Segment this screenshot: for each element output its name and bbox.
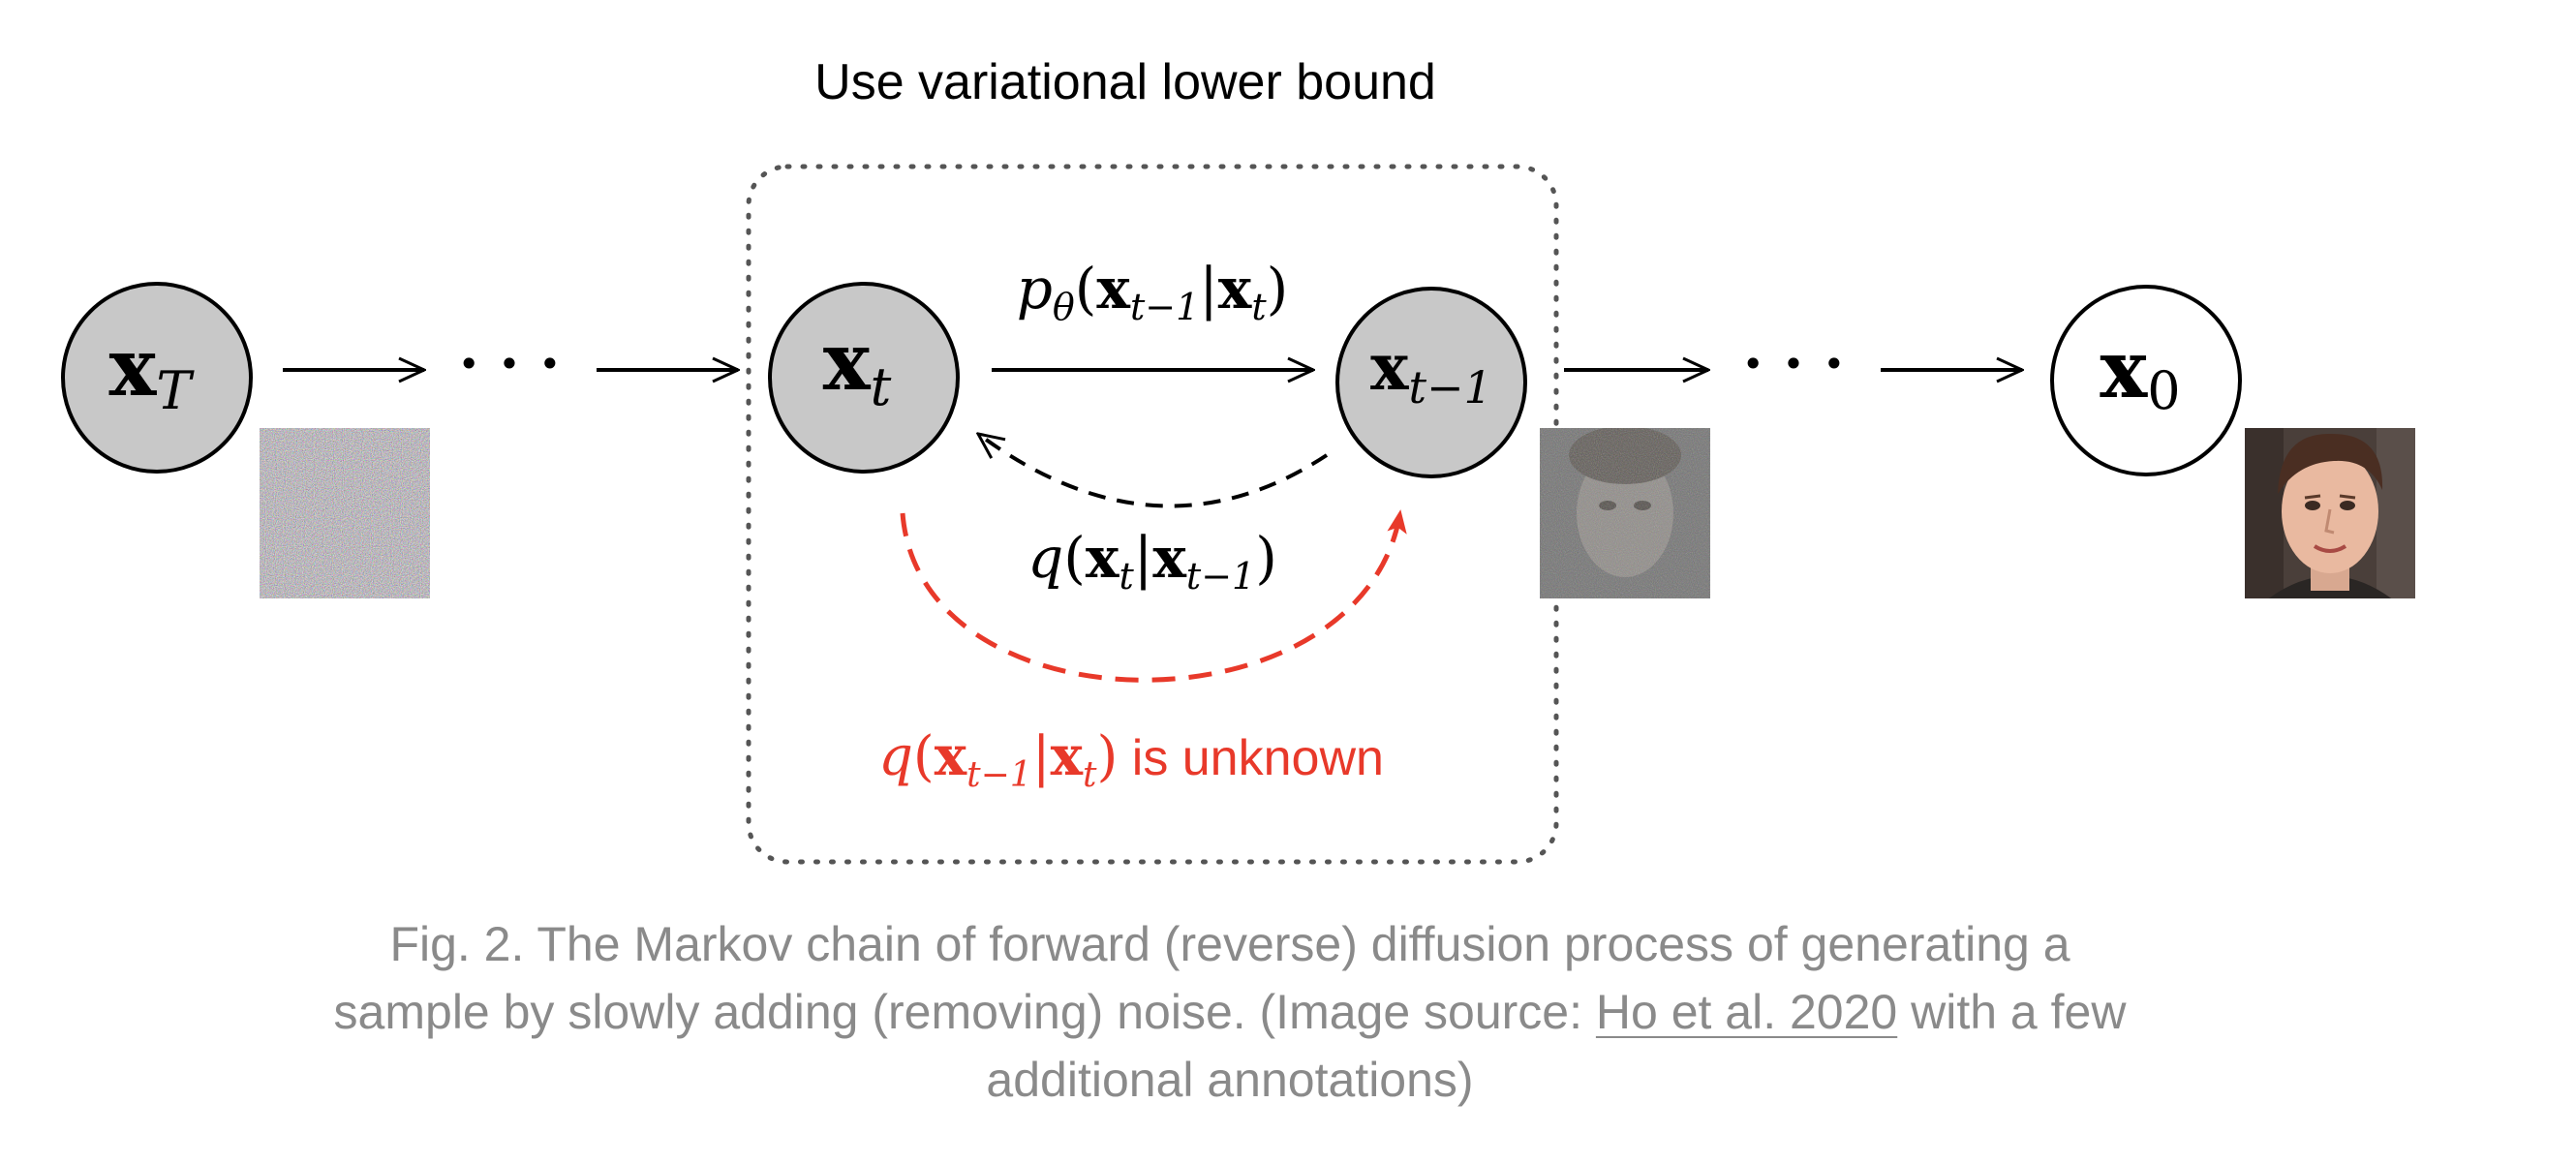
svg-text:xt−1: xt−1 [1370,329,1492,414]
noisy-face-image [1540,428,1710,598]
caption-text-after: with a few additional annotations) [986,985,2127,1107]
node-xt-sub: t [871,356,892,417]
ellipsis-right: · · · [1743,330,1844,398]
forward-process-arrow [978,434,1329,508]
unknown-posterior-label: q(xt−1|xt) is unknown [878,724,1384,795]
clean-face-image [2245,428,2415,598]
node-xT-base: x [109,322,158,414]
node-xt-minus-1-sub: t−1 [1409,361,1492,414]
pure-noise-image [260,428,430,598]
reverse-process-label: pθ(xt−1|xt) [1017,256,1289,328]
svg-text:x0: x0 [2100,323,2180,421]
ellipsis-left: · · · [459,330,560,398]
node-xt: xt [768,282,960,474]
node-xt-minus-1: xt−1 [1335,287,1527,478]
caption-source-link[interactable]: Ho et al. 2020 [1595,985,1898,1039]
forward-process-label: q(xt|xt−1) [1027,525,1277,597]
node-x0: x0 [2050,285,2242,476]
caption-text-before: Fig. 2. The Markov chain of forward (rev… [333,917,2070,1039]
variational-bound-label: Use variational lower bound [814,54,1436,110]
svg-text:xt: xt [823,316,892,417]
node-x0-base: x [2100,323,2148,416]
node-xt-base: x [823,316,872,409]
node-xT-sub: T [156,360,195,421]
svg-text:xT: xT [109,322,196,421]
node-x0-sub: 0 [2147,360,2180,421]
figure-caption: Fig. 2. The Markov chain of forward (rev… [310,910,2150,1114]
node-xt-minus-1-base: x [1370,329,1409,405]
node-xT: xT [61,282,253,474]
unknown-posterior-arrow [900,509,1407,683]
